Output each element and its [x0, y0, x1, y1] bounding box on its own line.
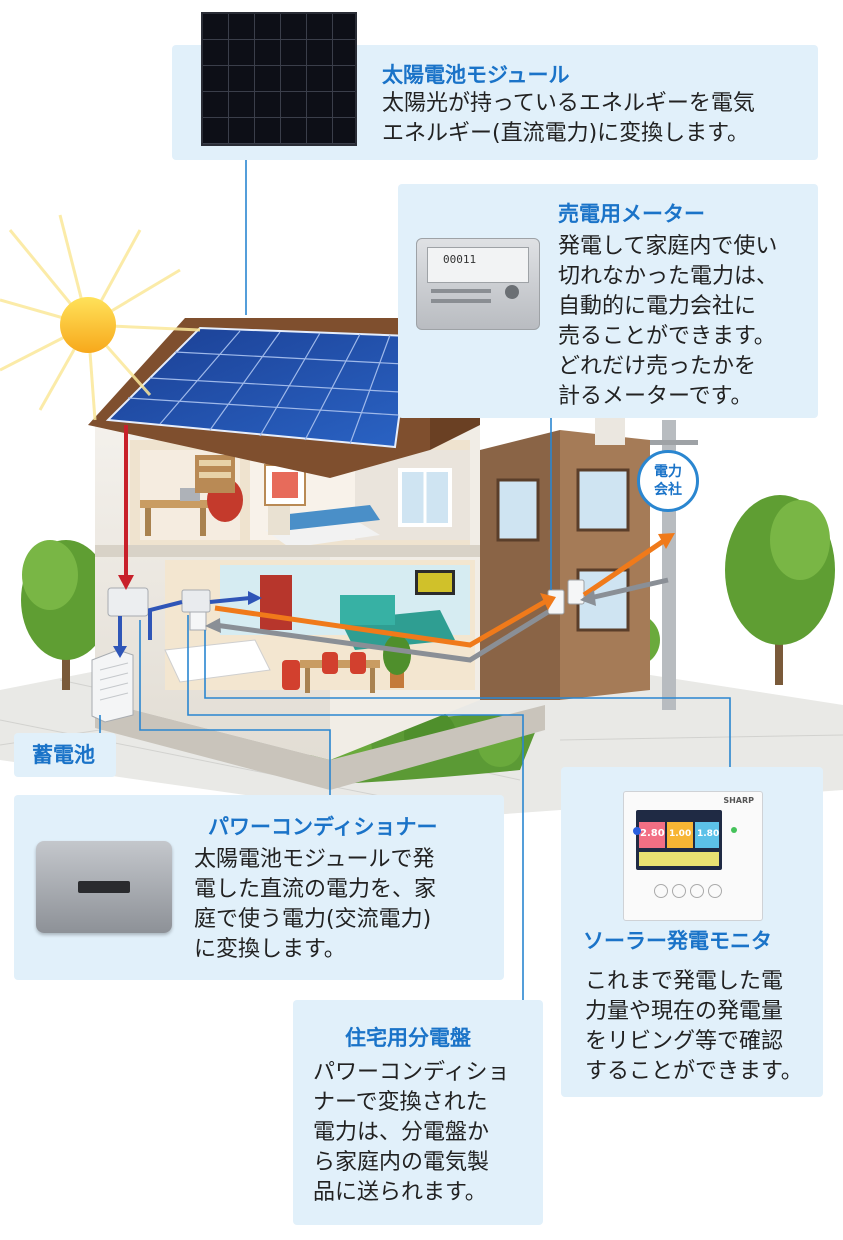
meter-display-value: 00011 — [443, 253, 477, 266]
solar-monitor-title: ソーラー発電モニタ — [583, 929, 772, 953]
solar-monitor-device-image: SHARP 2.80 1.00 1.80 — [623, 791, 763, 921]
solar-module-title: 太陽電池モジュール — [382, 63, 570, 87]
tree-left — [21, 540, 111, 690]
orange-flow — [214, 533, 675, 648]
house-main — [95, 420, 480, 760]
monitor-led-green — [731, 827, 737, 833]
distribution-board-description: パワーコンディショ ナーで変換された 電力は、分電盤か ら家庭内の電気製 品に送… — [313, 1060, 510, 1205]
solar-monitor-description: これまで発電した電 力量や現在の発電量 をリビング等で確認 することができます。 — [585, 969, 803, 1084]
power-conditioner-description: 太陽電池モジュールで発 電した直流の電力を、家 庭で使う電力(交流電力) に変換… — [194, 847, 437, 962]
meter-device-image: 00011 — [416, 238, 540, 330]
battery-label: 蓄電池 — [32, 743, 95, 767]
power-conditioner-title: パワーコンディショナー — [208, 815, 438, 839]
sun — [0, 214, 201, 421]
solar-module-description: 太陽光が持っているエネルギーを電気 エネルギー(直流電力)に変換します。 — [382, 91, 755, 146]
power-company-badge: 電力 会社 — [637, 450, 699, 512]
monitor-value-1: 2.80 — [640, 828, 665, 839]
power-conditioner-callout: パワーコンディショナー 太陽電池モジュールで発 電した直流の電力を、家 庭で使う… — [14, 795, 504, 980]
meter-title: 売電用メーター — [558, 202, 705, 226]
power-conditioner-unit — [107, 587, 149, 617]
power-company-label-line2: 会社 — [654, 482, 682, 498]
house-right-wing — [480, 400, 650, 700]
meter-callout: 売電用メーター 発電して家庭内で使い 切れなかった電力は、 自動的に電力会社に … — [398, 184, 818, 418]
house-foundation — [95, 700, 545, 790]
distribution-board-title: 住宅用分電盤 — [345, 1026, 471, 1050]
meter-description: 発電して家庭内で使い 切れなかった電力は、 自動的に電力会社に 売ることができま… — [558, 234, 779, 409]
dc-flow-red — [118, 425, 134, 590]
power-company-label-line1: 電力 — [654, 464, 682, 480]
distribution-board-callout: 住宅用分電盤 パワーコンディショ ナーで変換された 電力は、分電盤か ら家庭内の… — [293, 1000, 543, 1225]
monitor-value-2: 1.00 — [669, 829, 692, 839]
roof-solar-panels — [105, 326, 412, 449]
tree-right — [725, 495, 835, 685]
battery-unit — [91, 649, 134, 723]
monitor-brand: SHARP — [723, 796, 754, 805]
monitor-value-3: 1.80 — [697, 829, 720, 839]
gray-flow — [205, 577, 669, 663]
solar-monitor-callout: SHARP 2.80 1.00 1.80 ソーラー発電モニタ これまで発電した電… — [561, 767, 823, 1097]
solar-module-image — [201, 12, 357, 146]
battery-callout: 蓄電池 — [14, 733, 116, 777]
distribution-board-unit — [181, 589, 211, 631]
power-conditioner-image — [36, 841, 172, 933]
blue-flow — [113, 591, 262, 658]
monitor-led-blue — [633, 827, 641, 835]
